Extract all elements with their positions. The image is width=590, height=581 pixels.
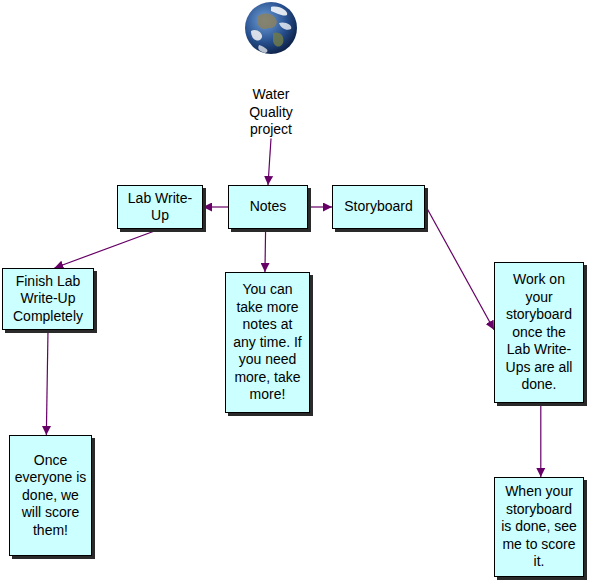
earth-land <box>273 32 283 46</box>
process-box: Once everyone is done, we will score the… <box>9 435 92 556</box>
flow-arrow <box>540 403 541 477</box>
earth-cloud <box>279 22 291 29</box>
earth-cloud <box>271 7 287 16</box>
flow-arrow <box>264 229 266 272</box>
flow-arrow <box>46 330 48 435</box>
earth-cloud <box>251 30 262 41</box>
flow-arrow <box>268 139 271 186</box>
node-text: Work on your storyboard once the Lab Wri… <box>499 271 579 394</box>
node-text: When your storyboard is done, see me to … <box>499 483 579 571</box>
node-text: You can take more notes at any time. If … <box>230 281 305 404</box>
flow-arrow <box>425 205 494 330</box>
process-box: You can take more notes at any time. If … <box>225 272 310 413</box>
node-text: Once everyone is done, we will score the… <box>14 452 87 540</box>
node-text: Lab Write-Up <box>122 190 198 225</box>
process-box: When your storyboard is done, see me to … <box>494 477 584 577</box>
earth-illustration <box>243 1 299 57</box>
process-box: Storyboard <box>332 185 425 229</box>
flow-arrow <box>308 206 332 207</box>
process-box: Work on your storyboard once the Lab Wri… <box>494 262 584 403</box>
process-box: Lab Write-Up <box>117 185 203 229</box>
process-box: Finish Lab Write-Up Completely <box>2 268 94 330</box>
earth-land <box>257 13 277 29</box>
node-text: Water Quality project <box>236 86 306 139</box>
flow-arrow <box>54 229 160 268</box>
earth-cloud <box>258 45 267 53</box>
process-box: Notes <box>228 185 308 229</box>
project-title: Water Quality project <box>236 86 306 139</box>
node-text: Storyboard <box>337 198 420 216</box>
flow-arrow <box>203 206 228 207</box>
node-text: Notes <box>233 198 303 216</box>
earth-globe <box>245 2 297 54</box>
node-text: Finish Lab Write-Up Completely <box>7 273 89 326</box>
